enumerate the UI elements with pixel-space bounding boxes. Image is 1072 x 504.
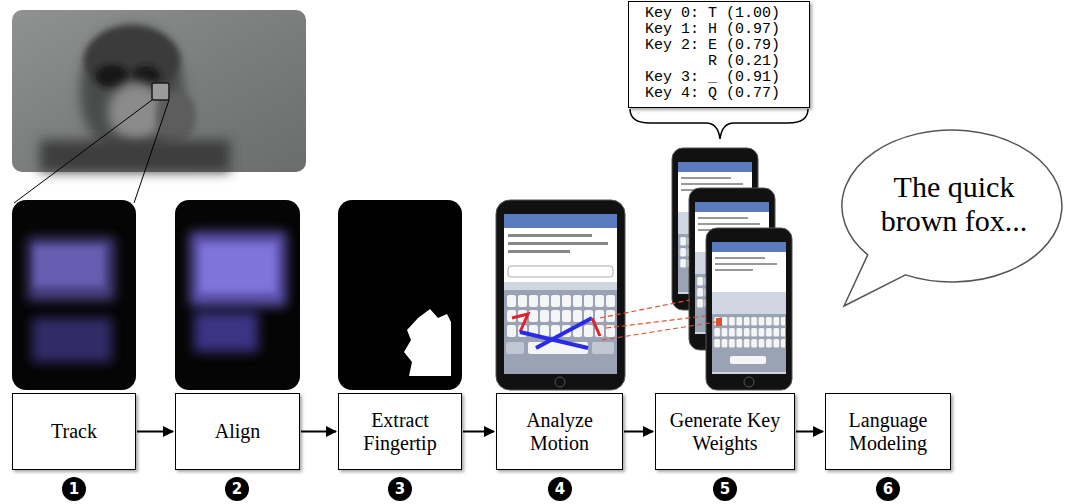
step-label: Language Modeling [832,409,944,455]
candidate-phones-part [706,228,792,390]
callout-number: 1 [62,477,86,501]
surveillance-photo-part [95,65,129,87]
motion-phone-part [536,318,592,348]
fingertip-mask [338,200,462,390]
motion-phone-part [592,342,614,354]
key-match-leaders-part [600,300,690,318]
motion-phone [496,200,625,390]
step-label: Analyze Motion [503,409,616,455]
process-box: Generate Key Weights [655,393,795,470]
weight-row: Key 3: _ (0.91) [645,70,793,86]
motion-phone-part [508,234,592,237]
process-box: Extract Fingertip [338,393,462,470]
motion-phone-part [508,242,608,245]
surveillance-photo-part [152,83,169,100]
step-label: Generate Key Weights [662,409,788,455]
motion-phone-part [592,318,600,336]
motion-phone-part [504,228,617,282]
surveillance-photo-part [14,100,152,203]
surveillance-photo-part [12,10,306,172]
weight-row: Key 0: T (1.00) [645,6,793,22]
key-match-leaders-part [602,322,716,340]
step-label: Extract Fingertip [345,409,455,455]
speech-bubble: The quick brown fox... [832,126,1062,290]
key-match-leaders [600,300,716,340]
motion-phone-part [504,214,617,228]
track-frame [12,200,136,390]
track-frame-part [28,238,114,300]
motion-phone-part [504,290,617,374]
flow-arrow [137,431,173,433]
process-box: Language Modeling [825,393,951,470]
weight-row: Key 1: H (0.97) [645,22,793,38]
surveillance-photo [12,10,306,203]
motion-phone-part [506,342,524,354]
weight-row: Key 4: Q (0.77) [645,86,793,102]
candidate-phones-part [716,318,722,326]
fingertip-mask-part [404,309,451,376]
align-frame [175,200,300,390]
track-frame-part [32,318,112,362]
callout-number: 2 [225,477,249,501]
candidate-phones [672,148,792,390]
motion-phone-part [508,250,570,253]
motion-phone-part [504,214,617,374]
grouping-brace [630,109,808,139]
motion-phone-part [512,314,528,332]
process-box: Track [12,393,136,470]
surveillance-photo-part [40,140,230,172]
callout-number: 4 [548,477,572,501]
weight-row: Key 2: E (0.79) [645,38,793,54]
surveillance-photo-part [134,100,169,203]
align-frame-part [194,312,258,352]
motion-phone-part [508,266,613,277]
align-frame-part [190,232,286,306]
motion-phone-part [496,200,625,390]
speech-text: The quick brown fox... [867,170,1042,238]
flow-arrow [796,431,823,433]
weight-row: R (0.21) [645,54,793,70]
fingertip-mask-part [338,200,462,390]
process-box: Align [175,393,300,470]
step-label: Track [51,420,97,443]
flow-arrow [301,431,336,433]
callout-number: 5 [713,477,737,501]
align-frame-part [200,244,276,292]
flow-arrow [463,431,494,433]
bubble-shape [842,130,1062,306]
track-frame-part [12,200,136,390]
callout-number: 6 [876,477,900,501]
flow-arrow [624,431,653,433]
process-box: Analyze Motion [496,393,623,470]
align-frame-part [175,200,300,390]
callout-number: 3 [388,477,412,501]
step-label: Align [215,420,261,443]
key-weights-box: Key 0: T (1.00)Key 1: H (0.97)Key 2: E (… [628,1,810,108]
track-frame-part [34,246,104,286]
motion-phone-part [555,377,565,387]
